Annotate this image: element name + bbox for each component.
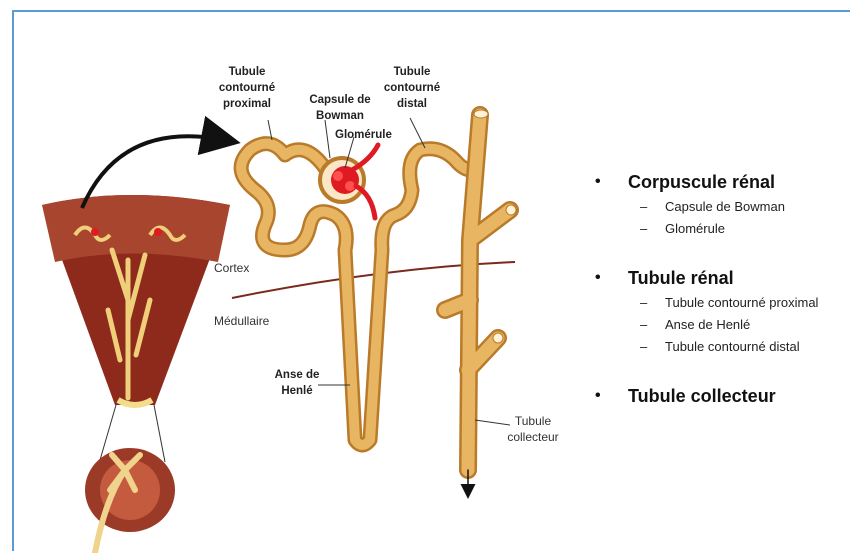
label-anse-2: Henlé (281, 385, 312, 397)
section-title: Tubule collecteur (595, 384, 852, 408)
sub-list: Capsule de Bowman Glomérule (595, 196, 852, 240)
label-collecteur-1: Tubule (515, 414, 552, 428)
nephron-tubule (241, 110, 516, 493)
label-tubule-proximal-3: proximal (223, 98, 271, 110)
kidney-icon (85, 448, 175, 553)
section-title: Corpuscule rénal (595, 170, 852, 194)
section-title: Tubule rénal (595, 266, 852, 290)
section-collecteur: Tubule collecteur (595, 384, 852, 408)
kidney-wedge (42, 195, 230, 462)
list-item: Glomérule (595, 218, 852, 240)
list-item: Tubule contourné distal (595, 336, 852, 358)
list-item: Capsule de Bowman (595, 196, 852, 218)
section-tubule-renal: Tubule rénal Tubule contourné proximal A… (595, 266, 852, 358)
label-tubule-distal-1: Tubule (394, 66, 431, 78)
list-item: Tubule contourné proximal (595, 292, 852, 314)
label-tubule-proximal-2: contourné (219, 82, 275, 94)
label-tubule-proximal-1: Tubule (229, 66, 266, 78)
label-collecteur-2: collecteur (507, 430, 558, 444)
label-tubule-distal-2: contourné (384, 82, 440, 94)
label-tubule-distal-3: distal (397, 98, 427, 110)
bullet-list: Corpuscule rénal Capsule de Bowman Glomé… (595, 170, 852, 434)
label-capsule-1: Capsule de (309, 94, 370, 106)
label-glomerule: Glomérule (335, 129, 392, 141)
sub-list: Tubule contourné proximal Anse de Henlé … (595, 292, 852, 358)
label-medullaire: Médullaire (214, 314, 270, 328)
label-capsule-2: Bowman (316, 110, 364, 122)
section-corpuscule: Corpuscule rénal Capsule de Bowman Glomé… (595, 170, 852, 240)
list-item: Anse de Henlé (595, 314, 852, 336)
label-cortex: Cortex (214, 261, 249, 275)
label-anse-1: Anse de (275, 369, 320, 381)
